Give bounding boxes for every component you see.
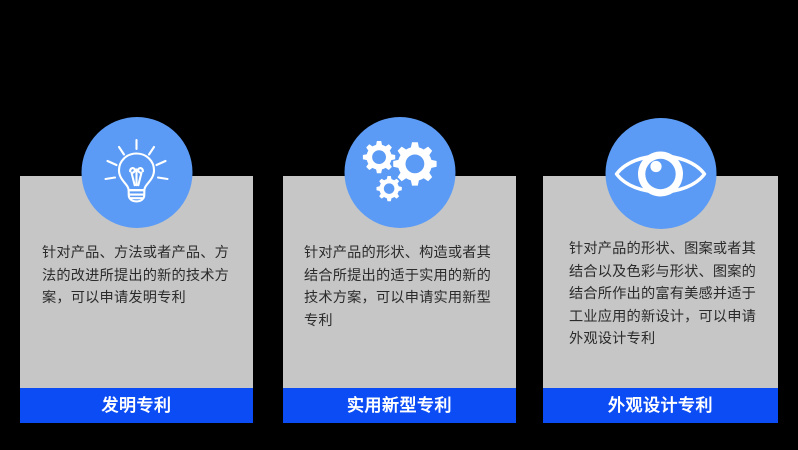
card-description: 针对产品的形状、构造或者其结合所提出的适于实用的新的技术方案，可以申请实用新型专… [304, 245, 492, 329]
card-footer[interactable]: 外观设计专利 [543, 388, 778, 423]
patent-card-design: 针对产品的形状、图案或者其结合以及色彩与形状、图案的结合所作出的富有美感并适于工… [543, 118, 778, 423]
card-label: 外观设计专利 [608, 396, 713, 415]
card-label: 实用新型专利 [347, 396, 452, 415]
card-description: 针对产品、方法或者产品、方法的改进所提出的新的技术方案，可以申请发明专利 [42, 245, 230, 306]
card-label: 发明专利 [101, 396, 172, 415]
card-body: 针对产品、方法或者产品、方法的改进所提出的新的技术方案，可以申请发明专利 [20, 117, 253, 388]
card-footer[interactable]: 实用新型专利 [283, 388, 516, 423]
lightbulb-icon [81, 117, 192, 228]
eye-icon [605, 118, 716, 229]
patent-card-invention: 针对产品、方法或者产品、方法的改进所提出的新的技术方案，可以申请发明专利 发明专… [20, 117, 253, 423]
patent-card-utility-model: 针对产品的形状、构造或者其结合所提出的适于实用的新的技术方案，可以申请实用新型专… [283, 117, 516, 423]
card-body: 针对产品的形状、构造或者其结合所提出的适于实用的新的技术方案，可以申请实用新型专… [283, 117, 516, 388]
card-footer[interactable]: 发明专利 [20, 388, 253, 423]
gears-icon [344, 117, 455, 228]
card-description: 针对产品的形状、图案或者其结合以及色彩与形状、图案的结合所作出的富有美感并适于工… [569, 241, 757, 347]
card-body: 针对产品的形状、图案或者其结合以及色彩与形状、图案的结合所作出的富有美感并适于工… [543, 118, 778, 388]
